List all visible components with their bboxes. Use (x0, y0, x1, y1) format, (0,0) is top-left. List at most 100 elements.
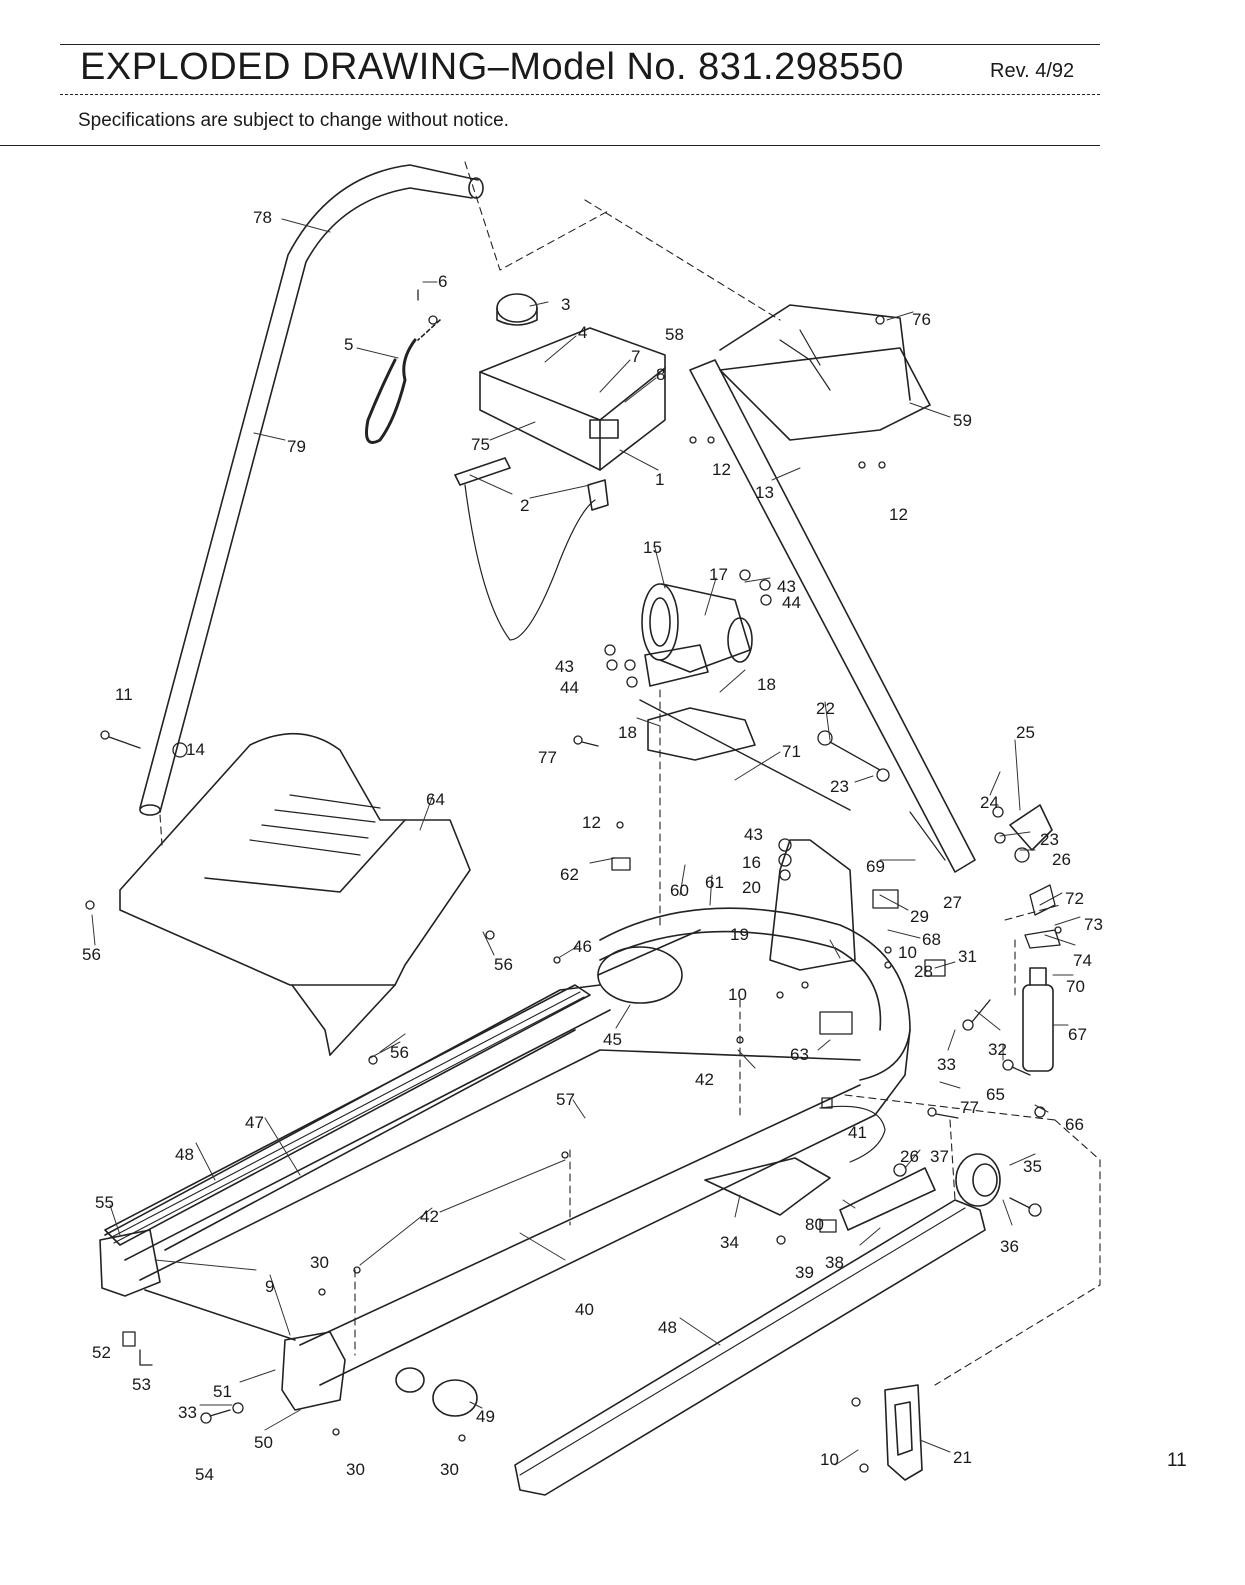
incline-cylinder (1022, 967, 1054, 1072)
part-label-41: 41 (848, 1123, 867, 1142)
part-label-50: 50 (254, 1433, 273, 1452)
part-label-36: 36 (1000, 1237, 1019, 1256)
bumper (432, 1379, 478, 1417)
part-label-26b: 26 (900, 1147, 919, 1166)
part-label-46: 46 (573, 937, 592, 956)
part-label-51: 51 (213, 1382, 232, 1401)
part-label-35: 35 (1023, 1157, 1042, 1176)
part-label-2: 2 (520, 496, 529, 515)
page-title: EXPLODED DRAWING–Model No. 831.298550 (80, 46, 904, 88)
part-label-21: 21 (953, 1448, 972, 1467)
part-label-25: 25 (1016, 723, 1035, 742)
part-label-77b: 77 (960, 1098, 979, 1117)
part-label-42b: 42 (420, 1207, 439, 1226)
part-label-52: 52 (92, 1343, 111, 1362)
part-label-67: 67 (1068, 1025, 1087, 1044)
part-label-65: 65 (986, 1085, 1005, 1104)
part-label-62: 62 (560, 865, 579, 884)
header-rule-middle (60, 94, 1100, 95)
part-label-38: 38 (825, 1253, 844, 1272)
part-label-56b: 56 (494, 955, 513, 974)
part-label-43b: 43 (555, 657, 574, 676)
header-rule-bottom (0, 145, 1100, 146)
part-label-57: 57 (556, 1090, 575, 1109)
part-label-77a: 77 (538, 748, 557, 767)
part-label-12c: 12 (582, 813, 601, 832)
part-label-47: 47 (245, 1113, 264, 1132)
rear-frame (597, 907, 911, 1081)
part-label-30a: 30 (310, 1253, 329, 1272)
part-label-71: 71 (782, 742, 801, 761)
part-label-56c: 56 (390, 1043, 409, 1062)
latch-plate (884, 1384, 923, 1481)
part-label-16: 16 (742, 853, 761, 872)
part-label-24: 24 (980, 793, 999, 812)
part-label-29: 29 (910, 907, 929, 926)
revision-label: Rev. 4/92 (990, 60, 1075, 82)
part-label-40: 40 (575, 1300, 594, 1319)
part-label-11: 11 (115, 685, 133, 704)
knob (1009, 804, 1053, 851)
part-label-59: 59 (953, 411, 972, 430)
part-label-61: 61 (705, 873, 724, 892)
part-label-8: 8 (656, 365, 665, 384)
part-label-70: 70 (1066, 977, 1085, 996)
part-label-28: 28 (914, 962, 933, 981)
part-label-45: 45 (603, 1030, 622, 1049)
part-label-13: 13 (755, 483, 774, 502)
part-label-3: 3 (561, 295, 570, 314)
deck-frame (104, 984, 911, 1386)
part-label-48a: 48 (175, 1145, 194, 1164)
part-label-30c: 30 (440, 1460, 459, 1479)
part-label-44a: 44 (782, 593, 801, 612)
part-label-42a: 42 (695, 1070, 714, 1089)
part-label-64: 64 (426, 790, 445, 809)
part-label-37: 37 (930, 1147, 949, 1166)
part-label-6: 6 (438, 272, 447, 291)
part-label-14: 14 (186, 740, 205, 759)
part-label-15: 15 (643, 538, 662, 557)
part-labels: 78 6 3 5 4 58 76 7 8 59 79 75 12 1 2 13 … (82, 208, 1103, 1484)
part-label-12b: 12 (889, 505, 908, 524)
part-label-66: 66 (1065, 1115, 1084, 1134)
part-label-54: 54 (195, 1465, 214, 1484)
part-label-43a: 43 (777, 577, 796, 596)
part-label-56a: 56 (82, 945, 101, 964)
part-label-58: 58 (665, 325, 684, 344)
part-label-49: 49 (476, 1407, 495, 1426)
part-label-22: 22 (816, 699, 835, 718)
drive-motor (641, 583, 753, 687)
header-rule-top (60, 44, 1100, 45)
part-label-63: 63 (790, 1045, 809, 1064)
part-label-60: 60 (670, 881, 689, 900)
part-label-32: 32 (988, 1040, 1007, 1059)
key-clip (454, 457, 511, 486)
part-label-78: 78 (253, 208, 272, 227)
part-label-68: 68 (922, 930, 941, 949)
part-label-27: 27 (943, 893, 962, 912)
wheel (955, 1153, 1001, 1207)
part-label-33a: 33 (937, 1055, 956, 1074)
handrail-tube (139, 164, 484, 816)
part-label-23b: 23 (1040, 830, 1059, 849)
part-label-72: 72 (1065, 889, 1084, 908)
part-label-79: 79 (287, 437, 306, 456)
bottom-plate (704, 1157, 831, 1216)
part-label-1: 1 (655, 470, 664, 489)
page-number: 11 (1167, 1450, 1187, 1471)
part-label-26a: 26 (1052, 850, 1071, 869)
console-housing (479, 293, 666, 471)
part-label-4: 4 (578, 323, 587, 342)
part-label-10c: 10 (820, 1450, 839, 1469)
part-label-20: 20 (742, 878, 761, 897)
motor-hood (119, 732, 471, 1056)
motor-mount-bracket (647, 707, 756, 761)
safety-key-cord (365, 338, 417, 444)
specifications-note: Specifications are subject to change wit… (78, 110, 509, 131)
part-label-5: 5 (344, 335, 353, 354)
part-label-48b: 48 (658, 1318, 677, 1337)
part-label-18b: 18 (618, 723, 637, 742)
side-rail-right (514, 1199, 986, 1496)
upright-base-housing (769, 839, 856, 971)
